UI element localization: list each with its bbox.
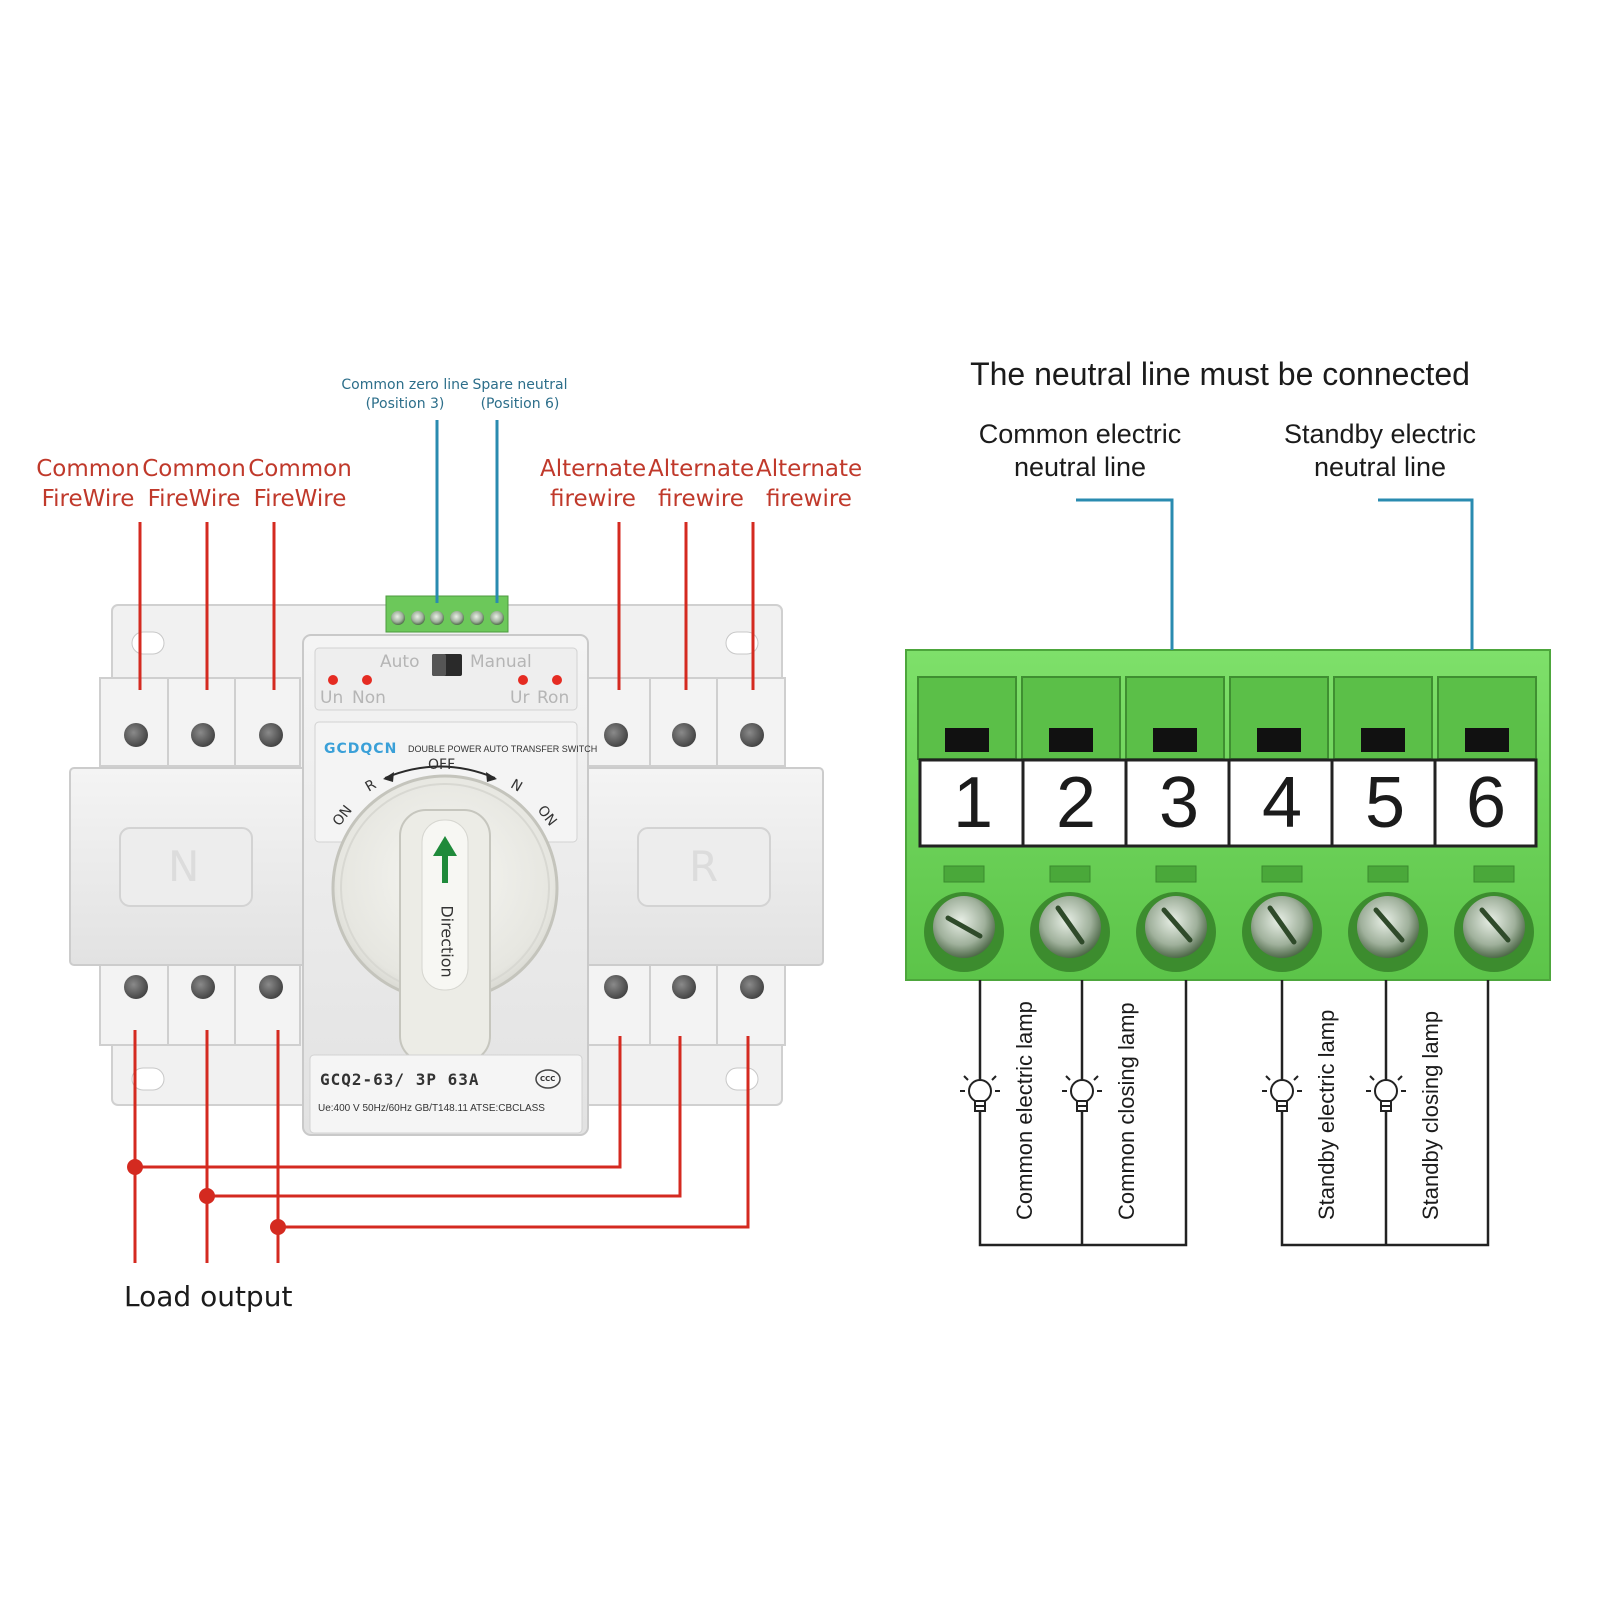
auto-label: Auto — [380, 652, 420, 672]
model-label: GCQ2-63/ 3P 63A — [320, 1070, 480, 1089]
common-neutral-label: Common electric neutral line — [960, 418, 1200, 484]
common-firewire-label-2: Common FireWire — [142, 454, 246, 514]
common-firewire-3-line1: Common — [248, 456, 352, 482]
neutral-pointer-lines — [435, 420, 499, 603]
common-firewire-1-line2: FireWire — [41, 486, 135, 512]
direction-label: Direction — [437, 905, 457, 978]
terminal-number-6: 6 — [1465, 763, 1507, 843]
terminal-number-5: 5 — [1364, 763, 1406, 843]
lamp-circuit — [978, 980, 1490, 1247]
alternate-firewire-3-line2: firewire — [766, 486, 852, 512]
common-zero-line-title: Common zero line — [341, 377, 469, 393]
lamp-label-common-electric: Common electric lamp — [1012, 1001, 1037, 1220]
lamp-label-common-closing: Common closing lamp — [1114, 1002, 1139, 1220]
lamp-label-standby-closing: Standby closing lamp — [1418, 1010, 1443, 1220]
alternate-firewire-1-line1: Alternate — [540, 456, 647, 482]
terminal-number-3: 3 — [1158, 763, 1200, 843]
common-zero-line-label: Common zero line (Position 3) — [340, 376, 470, 414]
top-terminals-left — [99, 677, 301, 767]
side-module-n-label: N — [168, 842, 200, 891]
junction-dots — [127, 1159, 286, 1235]
alternate-firewire-1-line2: firewire — [550, 486, 636, 512]
alternate-firewire-label-2: Alternate firewire — [648, 454, 754, 514]
standby-neutral-line2: neutral line — [1313, 452, 1447, 482]
non-label: Non — [352, 688, 386, 708]
un-label: Un — [320, 688, 344, 708]
terminal-block — [905, 649, 1551, 981]
standby-neutral-label: Standby electric neutral line — [1260, 418, 1500, 484]
spare-neutral-label: Spare neutral (Position 6) — [470, 376, 570, 414]
ratings-label: Ue:400 V 50Hz/60Hz GB/T148.11 ATSE:CBCLA… — [318, 1103, 545, 1114]
device-subtitle: DOUBLE POWER AUTO TRANSFER SWITCH — [408, 744, 598, 754]
alternate-firewire-2-line1: Alternate — [648, 456, 755, 482]
common-firewire-2-line1: Common — [142, 456, 246, 482]
load-output-label: Load output — [124, 1280, 293, 1313]
lamp-icon-1 — [960, 1070, 1000, 1112]
terminal-number-2: 2 — [1055, 763, 1097, 843]
alternate-firewire-2-line2: firewire — [658, 486, 744, 512]
ur-label: Ur — [510, 688, 530, 708]
transfer-switch-device — [69, 595, 824, 1136]
spare-neutral-position: (Position 6) — [480, 396, 560, 412]
ron-label: Ron — [537, 688, 570, 708]
common-firewire-3-line2: FireWire — [253, 486, 347, 512]
neutral-connection-lines — [1076, 498, 1474, 650]
bottom-terminals-right — [584, 954, 786, 1046]
alternate-firewire-3-line1: Alternate — [756, 456, 863, 482]
alternate-firewire-label-1: Alternate firewire — [540, 454, 646, 514]
ccc-mark: CCC — [540, 1075, 556, 1083]
terminal-number-4: 4 — [1261, 763, 1303, 843]
top-terminals-right — [584, 677, 786, 767]
bottom-terminals-left — [99, 954, 301, 1046]
brand-label: GCDQCN — [324, 741, 398, 757]
common-firewire-1-line1: Common — [36, 456, 140, 482]
red-wiring — [133, 522, 755, 1263]
neutral-title: The neutral line must be connected — [970, 356, 1470, 392]
lamp-icons — [960, 1070, 1406, 1112]
common-neutral-line1: Common electric — [978, 419, 1182, 449]
common-firewire-label-3: Common FireWire — [248, 454, 352, 514]
spare-neutral-title: Spare neutral — [472, 377, 568, 393]
manual-label: Manual — [470, 652, 532, 672]
common-firewire-label-1: Common FireWire — [36, 454, 140, 514]
control-terminal-strip — [385, 595, 509, 633]
side-module-r-label: R — [689, 842, 719, 891]
common-zero-line-position: (Position 3) — [365, 396, 445, 412]
standby-neutral-line1: Standby electric — [1283, 419, 1477, 449]
lamp-label-standby-electric: Standby electric lamp — [1314, 1009, 1339, 1220]
terminal-number-1: 1 — [952, 763, 994, 843]
lamp-icon-2 — [1062, 1070, 1102, 1112]
common-firewire-2-line2: FireWire — [147, 486, 241, 512]
lamp-icon-3 — [1262, 1070, 1302, 1112]
alternate-firewire-label-3: Alternate firewire — [756, 454, 862, 514]
lamp-icon-4 — [1366, 1070, 1406, 1112]
off-label: OFF — [428, 757, 456, 773]
common-neutral-line2: neutral line — [1013, 452, 1147, 482]
